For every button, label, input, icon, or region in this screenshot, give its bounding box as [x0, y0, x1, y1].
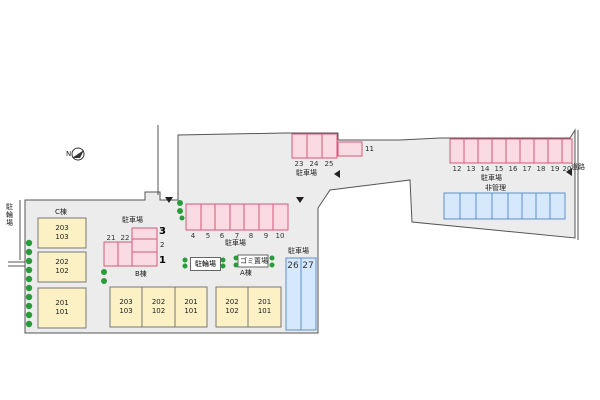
compass-icon: [71, 147, 85, 161]
site-boundary: [24, 128, 576, 334]
parking-top: [291, 133, 363, 159]
unit-upper: 201: [257, 298, 272, 306]
unit-upper: 202: [55, 258, 69, 266]
unit-upper: 202: [151, 298, 166, 306]
unit-upper: 202: [225, 298, 239, 306]
parking-number: 11: [365, 145, 374, 153]
parking-number: 13: [466, 165, 476, 173]
parking-number: 25: [324, 160, 334, 168]
parking-number-2: 2: [160, 241, 165, 249]
entrance-arrows: [165, 168, 572, 203]
unit-lower: 101: [257, 307, 272, 315]
parking-blue: [285, 257, 317, 331]
parking-label-middle: 駐車場: [225, 239, 246, 247]
parking-number: 15: [494, 165, 504, 173]
bicycle-label-vertical: 駐輪場: [6, 203, 13, 227]
unit-lower: 103: [55, 233, 69, 241]
building-b: [109, 286, 208, 328]
parking-number: 19: [550, 165, 560, 173]
unit-upper: 203: [55, 224, 69, 232]
parking-number: 17: [522, 165, 532, 173]
road-label: 道路: [571, 163, 585, 171]
parking-number: 18: [536, 165, 546, 173]
bike-parking-label: 駐輪場: [190, 257, 221, 271]
parking-number: 20: [562, 165, 572, 173]
parking-left: [103, 227, 158, 267]
building-c: [37, 217, 87, 329]
unit-lower: 102: [151, 307, 166, 315]
unit-upper: 203: [119, 298, 133, 306]
garbage-area: [237, 254, 269, 268]
parking-number-1: 1: [159, 255, 166, 266]
parking-label-left: 駐車場: [122, 216, 143, 224]
parking-number: 21: [106, 234, 116, 242]
unit-lower: 101: [184, 307, 198, 315]
building-a-label: A棟: [240, 269, 252, 277]
parking-number: 16: [508, 165, 518, 173]
unit-lower: 102: [225, 307, 239, 315]
parking-right: [449, 138, 573, 164]
parking-number: 27: [302, 261, 314, 271]
parking-number: 14: [480, 165, 490, 173]
parking-number: 5: [205, 232, 211, 240]
parking-middle: [185, 203, 289, 231]
bushes: [25, 200, 275, 328]
parking-number: 10: [275, 232, 285, 240]
compass-label: N: [66, 150, 72, 158]
parking-number: 24: [309, 160, 319, 168]
parking-number: 22: [120, 234, 130, 242]
building-c-label: C棟: [55, 208, 67, 216]
parking-number: 23: [294, 160, 304, 168]
unit-lower: 102: [55, 267, 69, 275]
parking-label-right: 駐車場: [481, 174, 502, 182]
building-b-label: B棟: [135, 270, 147, 278]
parking-label-top: 駐車場: [296, 169, 317, 177]
parking-label-blue: 駐車場: [288, 247, 309, 255]
unit-lower: 103: [119, 307, 133, 315]
building-a: [215, 286, 282, 328]
parking-number: 7: [234, 232, 240, 240]
parking-number: 8: [248, 232, 254, 240]
garbage-label: ゴミ置場: [240, 257, 268, 265]
parking-number: 12: [452, 165, 462, 173]
parking-number: 6: [219, 232, 225, 240]
unit-lower: 101: [55, 308, 69, 316]
parking-number: 4: [190, 232, 196, 240]
non-managed-area: [443, 192, 566, 220]
parking-number-3: 3: [159, 226, 166, 237]
parking-number: 26: [287, 261, 299, 271]
unit-upper: 201: [184, 298, 198, 306]
parking-number: 9: [263, 232, 269, 240]
unit-upper: 201: [55, 299, 69, 307]
non-managed-label: 非管理: [485, 184, 506, 192]
